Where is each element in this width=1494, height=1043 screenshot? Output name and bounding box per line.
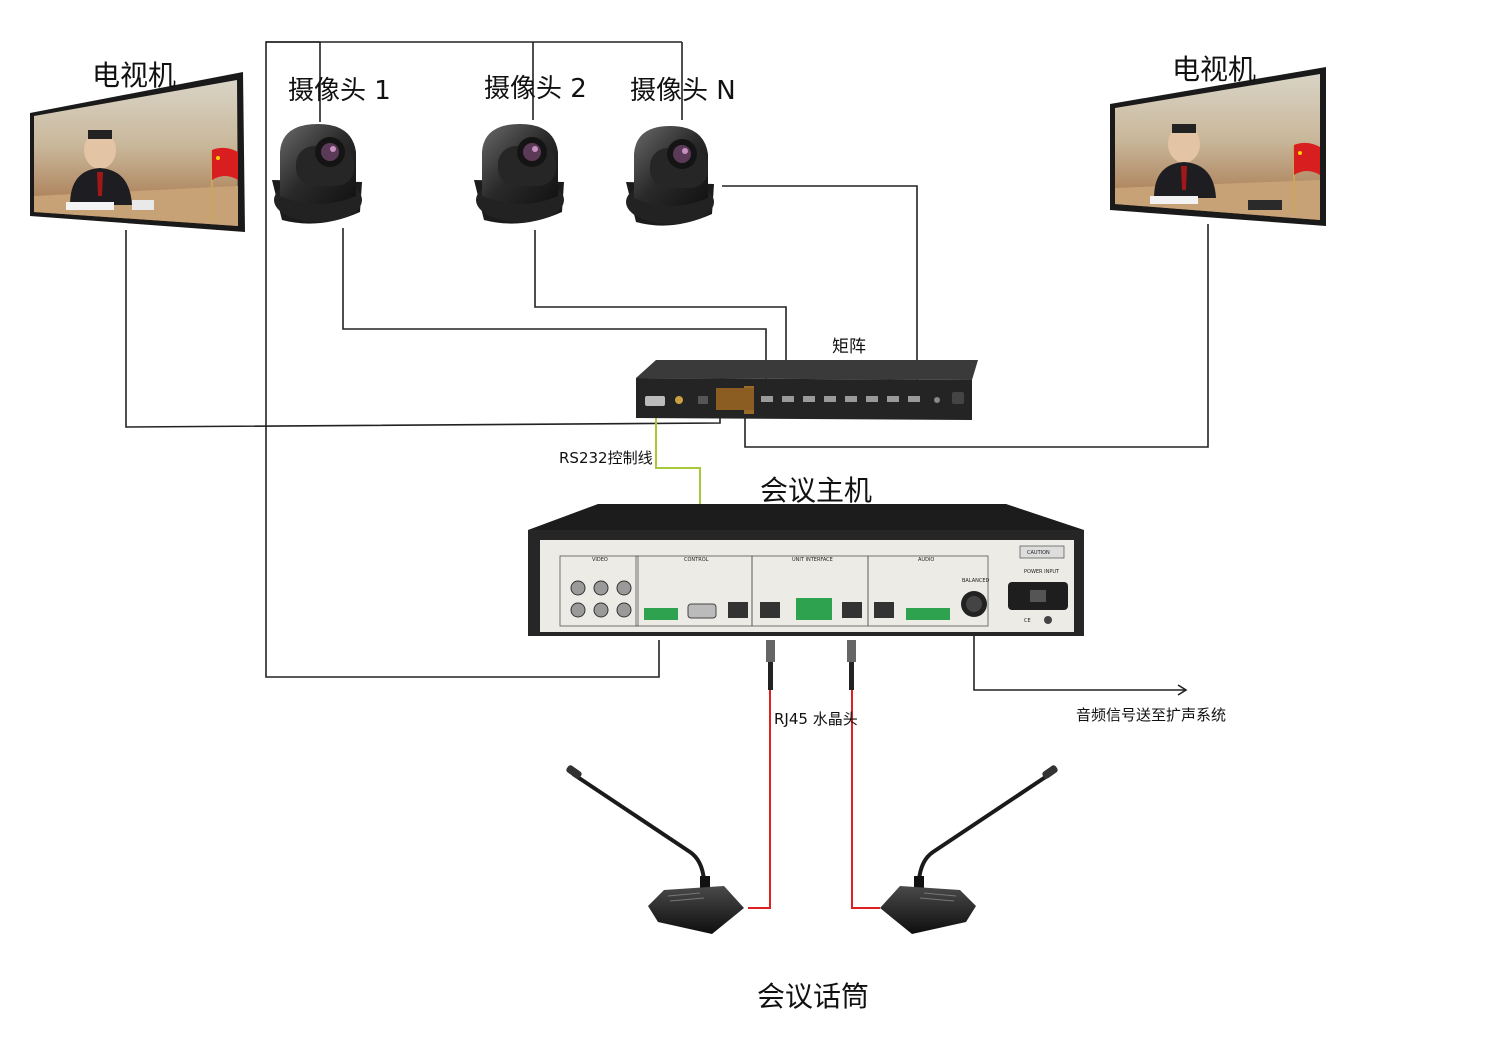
camera-2-label: 摄像头 2 [484, 74, 587, 104]
tv-right-label: 电视机 [1172, 53, 1257, 86]
panel-unit-interface-text: UNIT INTERFACE [792, 557, 833, 563]
tv-left-label: 电视机 [92, 59, 177, 92]
panel-power-text: POWER INPUT [1024, 569, 1060, 575]
camera-2-video-cable [534, 230, 787, 392]
panel-caution-text: CAUTION [1027, 550, 1050, 556]
tv-right-cable [744, 224, 1209, 448]
audio-out-cable [973, 618, 1186, 691]
camera-1 [272, 124, 362, 224]
tv-left [30, 72, 245, 232]
rj45-cables [748, 690, 880, 909]
panel-video-text: VIDEO [592, 557, 608, 563]
camera-n-video-cable [722, 185, 918, 392]
panel-audio-text: AUDIO [918, 557, 934, 563]
panel-ce-text: CE [1024, 618, 1031, 624]
microphones-label: 会议话筒 [757, 980, 870, 1013]
rj45-plug-left [766, 640, 775, 690]
microphone-right [880, 765, 1058, 934]
panel-balanced-text: BALANCED [962, 578, 990, 584]
microphone-left [566, 765, 744, 934]
matrix-device [636, 360, 978, 420]
rj45-plug-right [847, 640, 856, 690]
tv-right [1110, 67, 1326, 226]
rj45-label: RJ45 水晶头 [774, 710, 858, 728]
matrix-label: 矩阵 [832, 337, 866, 357]
camera-n-label: 摄像头 N [630, 76, 736, 106]
conference-host [528, 504, 1084, 636]
camera-2 [474, 124, 564, 224]
audio-out-label: 音频信号送至扩声系统 [1076, 706, 1227, 724]
host-label: 会议主机 [760, 474, 873, 507]
rs232-label: RS232控制线 [559, 449, 653, 467]
camera-1-label: 摄像头 1 [288, 76, 391, 106]
camera-n [626, 126, 714, 226]
panel-control-text: CONTROL [684, 557, 709, 563]
